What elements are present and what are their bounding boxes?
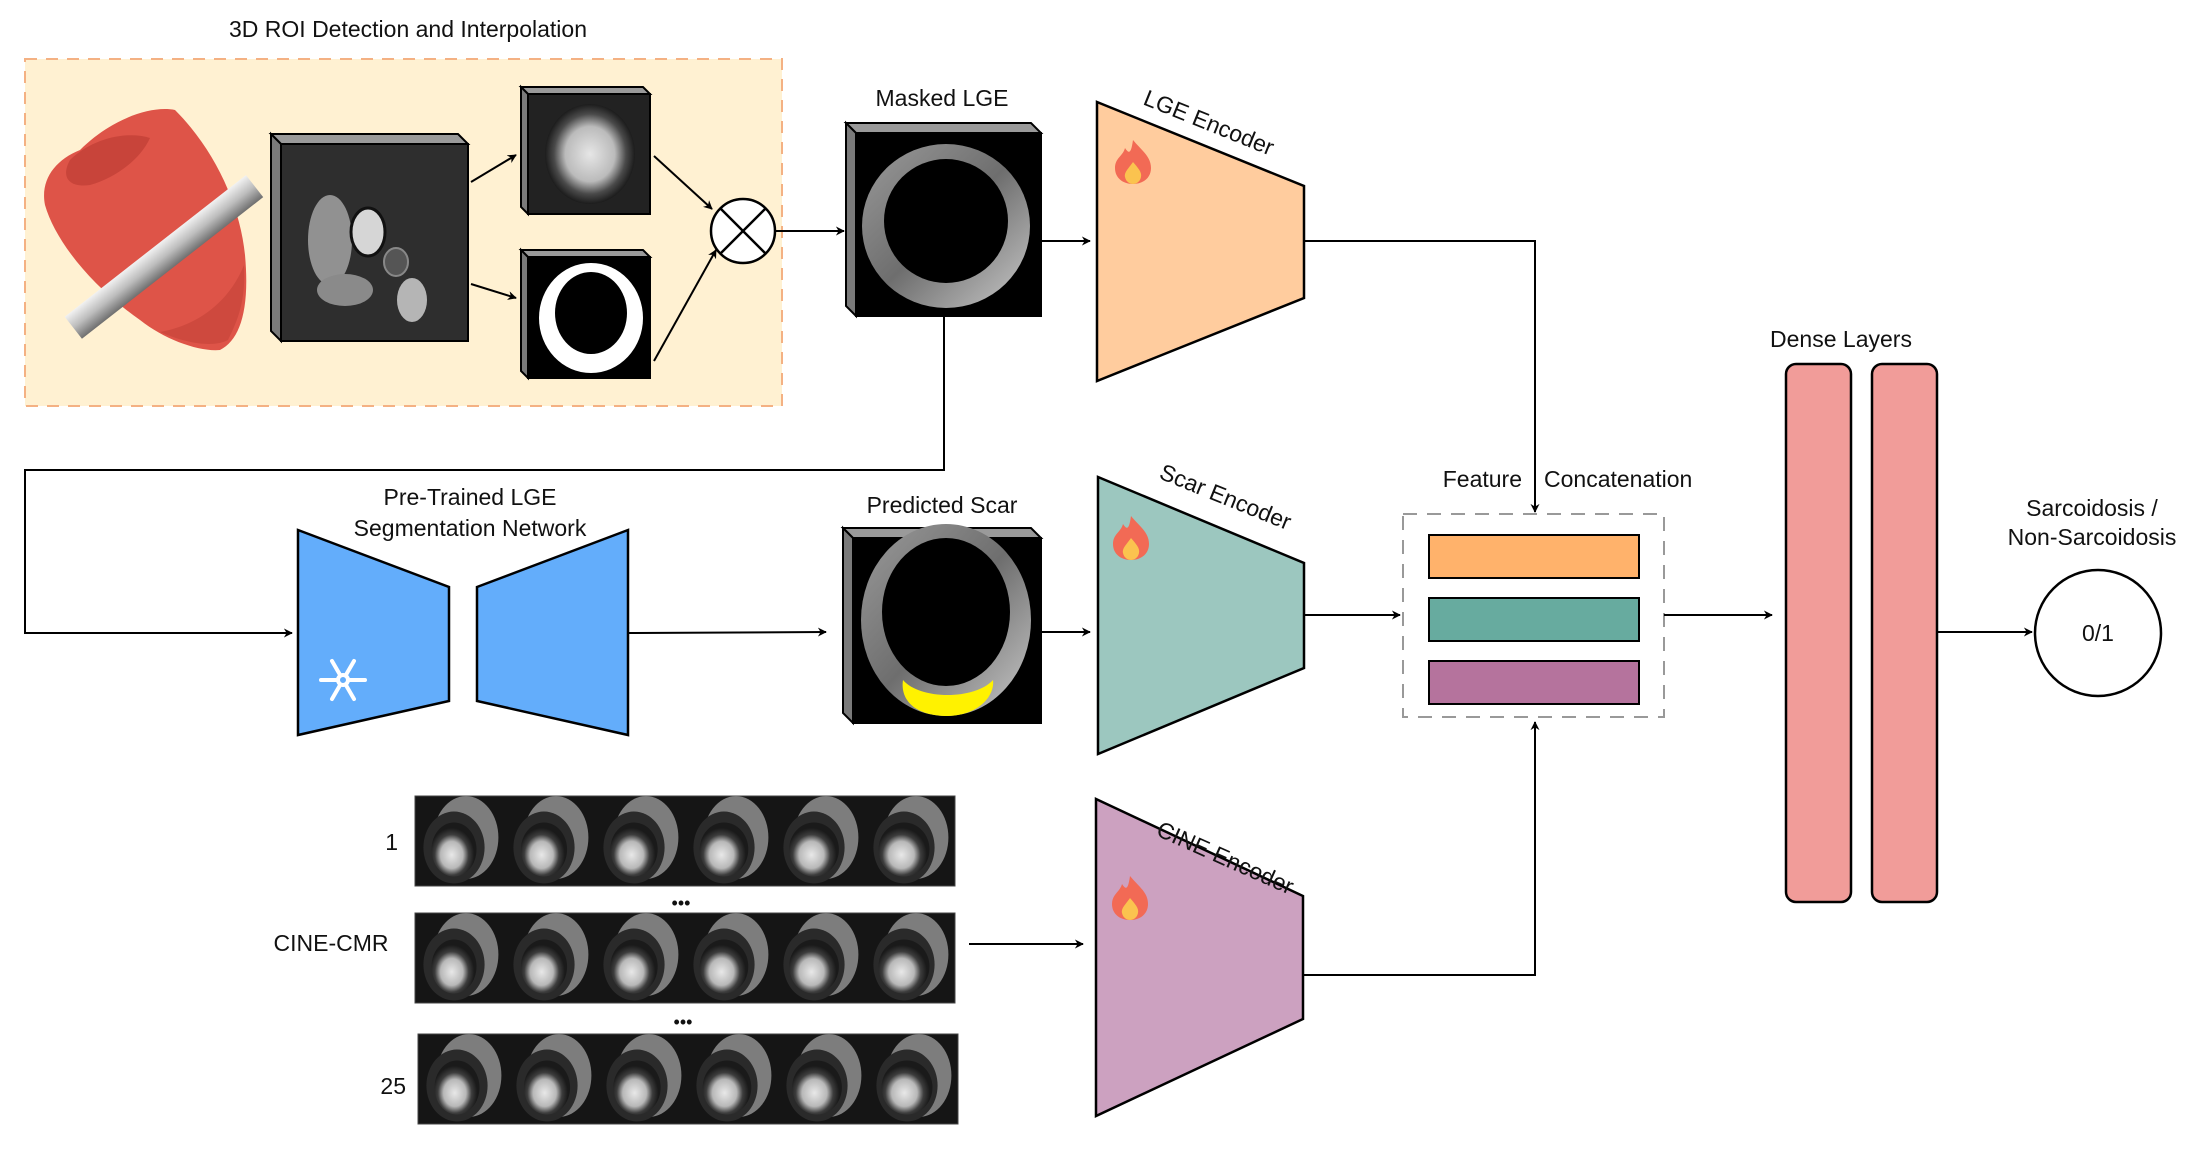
arrow-masked-to-segmentation (24, 316, 945, 638)
fire-icon (1115, 140, 1151, 184)
cine-slice (603, 913, 679, 1001)
output-label-line1: Sarcoidosis / (2026, 495, 2158, 521)
output-value: 0/1 (2082, 620, 2114, 646)
scar-encoder: Scar Encoder (1096, 459, 1306, 756)
dense-layer-2 (1870, 362, 1939, 904)
cine-frame-label-last: 25 (380, 1073, 406, 1099)
feature-concat-label-right: Concatenation (1544, 466, 1692, 492)
cine-slice (783, 913, 859, 1001)
cine-encoder: CINE Encoder (1094, 797, 1305, 1118)
cine-slice (603, 796, 679, 884)
dense-layers (1784, 362, 1939, 904)
arrow-segmentation-to-scar (627, 627, 827, 637)
segmentation-network: Pre-Trained LGE Segmentation Network (296, 484, 630, 737)
cine-slice (693, 913, 769, 1001)
cine-encoder-shape (1094, 797, 1305, 1118)
multiply-operator-icon (709, 197, 777, 265)
cine-slice (696, 1034, 772, 1122)
segmentation-label-line2: Segmentation Network (354, 515, 587, 541)
heart-3d-icon (44, 109, 264, 351)
cine-ellipsis-1: ••• (672, 893, 691, 913)
roi-section-title: 3D ROI Detection and Interpolation (229, 16, 587, 42)
arrow-volume-to-crop (470, 154, 517, 183)
cine-slice (606, 1034, 682, 1122)
fire-icon (1112, 876, 1148, 920)
feature-bars (1428, 534, 1640, 705)
arrow-mask-to-multiply (653, 249, 717, 362)
segmentation-encoder-shape (296, 528, 451, 737)
cine-frame-row-3 (417, 1033, 959, 1125)
cine-slice (513, 913, 589, 1001)
cine-cmr-section: CINE-CMR 1 25 ••• ••• (274, 795, 959, 1125)
feature-bar-lge-feature (1428, 534, 1640, 579)
segmentation-label-line1: Pre-Trained LGE (384, 484, 557, 510)
cine-slice (516, 1034, 592, 1122)
output-circle (2033, 568, 2163, 698)
arrow-volume-to-mask (470, 283, 517, 300)
masked-lge-image (843, 120, 1044, 319)
dense-layers-label: Dense Layers (1770, 326, 1912, 352)
cine-frame-row-2 (414, 912, 956, 1004)
myocardium-mask-image (518, 247, 653, 381)
cine-frame-label-first: 1 (385, 829, 398, 855)
output-node: Sarcoidosis / Non-Sarcoidosis 0/1 (2008, 495, 2177, 698)
cine-cmr-label: CINE-CMR (274, 930, 389, 956)
cine-slice (783, 796, 859, 884)
feature-bar-scar-feature (1428, 597, 1640, 642)
cine-slice (693, 796, 769, 884)
cine-frame-row-1 (414, 795, 956, 887)
cine-frame-rows (414, 795, 959, 1125)
output-label-line2: Non-Sarcoidosis (2008, 524, 2177, 550)
segmentation-decoder-shape (475, 528, 630, 737)
predicted-scar-label: Predicted Scar (867, 492, 1018, 518)
roi-section: 3D ROI Detection and Interpolation (24, 16, 783, 407)
scar-region (902, 680, 994, 716)
arrow-cine-encoder-to-concat (1303, 721, 1540, 976)
feature-bar-cine-feature (1428, 660, 1640, 705)
arrow-crop-to-multiply (653, 155, 713, 210)
feature-concat-label-left: Feature (1443, 466, 1522, 492)
cine-slice (876, 1034, 952, 1122)
cine-slice (426, 1034, 502, 1122)
scar-encoder-shape (1096, 475, 1306, 756)
masked-lge-label: Masked LGE (876, 85, 1009, 111)
cine-slice (873, 796, 949, 884)
lge-crop-image (518, 84, 653, 217)
lge-encoder: LGE Encoder (1095, 85, 1306, 383)
cine-slice (873, 913, 949, 1001)
cine-slice (786, 1034, 862, 1122)
cine-slice (513, 796, 589, 884)
feature-concatenation: Feature Concatenation (1402, 466, 1692, 718)
cine-slice (423, 796, 499, 884)
cine-ellipsis-2: ••• (674, 1012, 693, 1032)
dense-layer-1 (1784, 362, 1853, 904)
cine-slice (423, 913, 499, 1001)
predicted-scar-image (840, 524, 1044, 726)
fire-icon (1113, 516, 1149, 560)
arrow-lge-encoder-to-concat (1304, 240, 1540, 513)
lge-volume-image (268, 131, 471, 344)
snowflake-icon (319, 659, 367, 701)
